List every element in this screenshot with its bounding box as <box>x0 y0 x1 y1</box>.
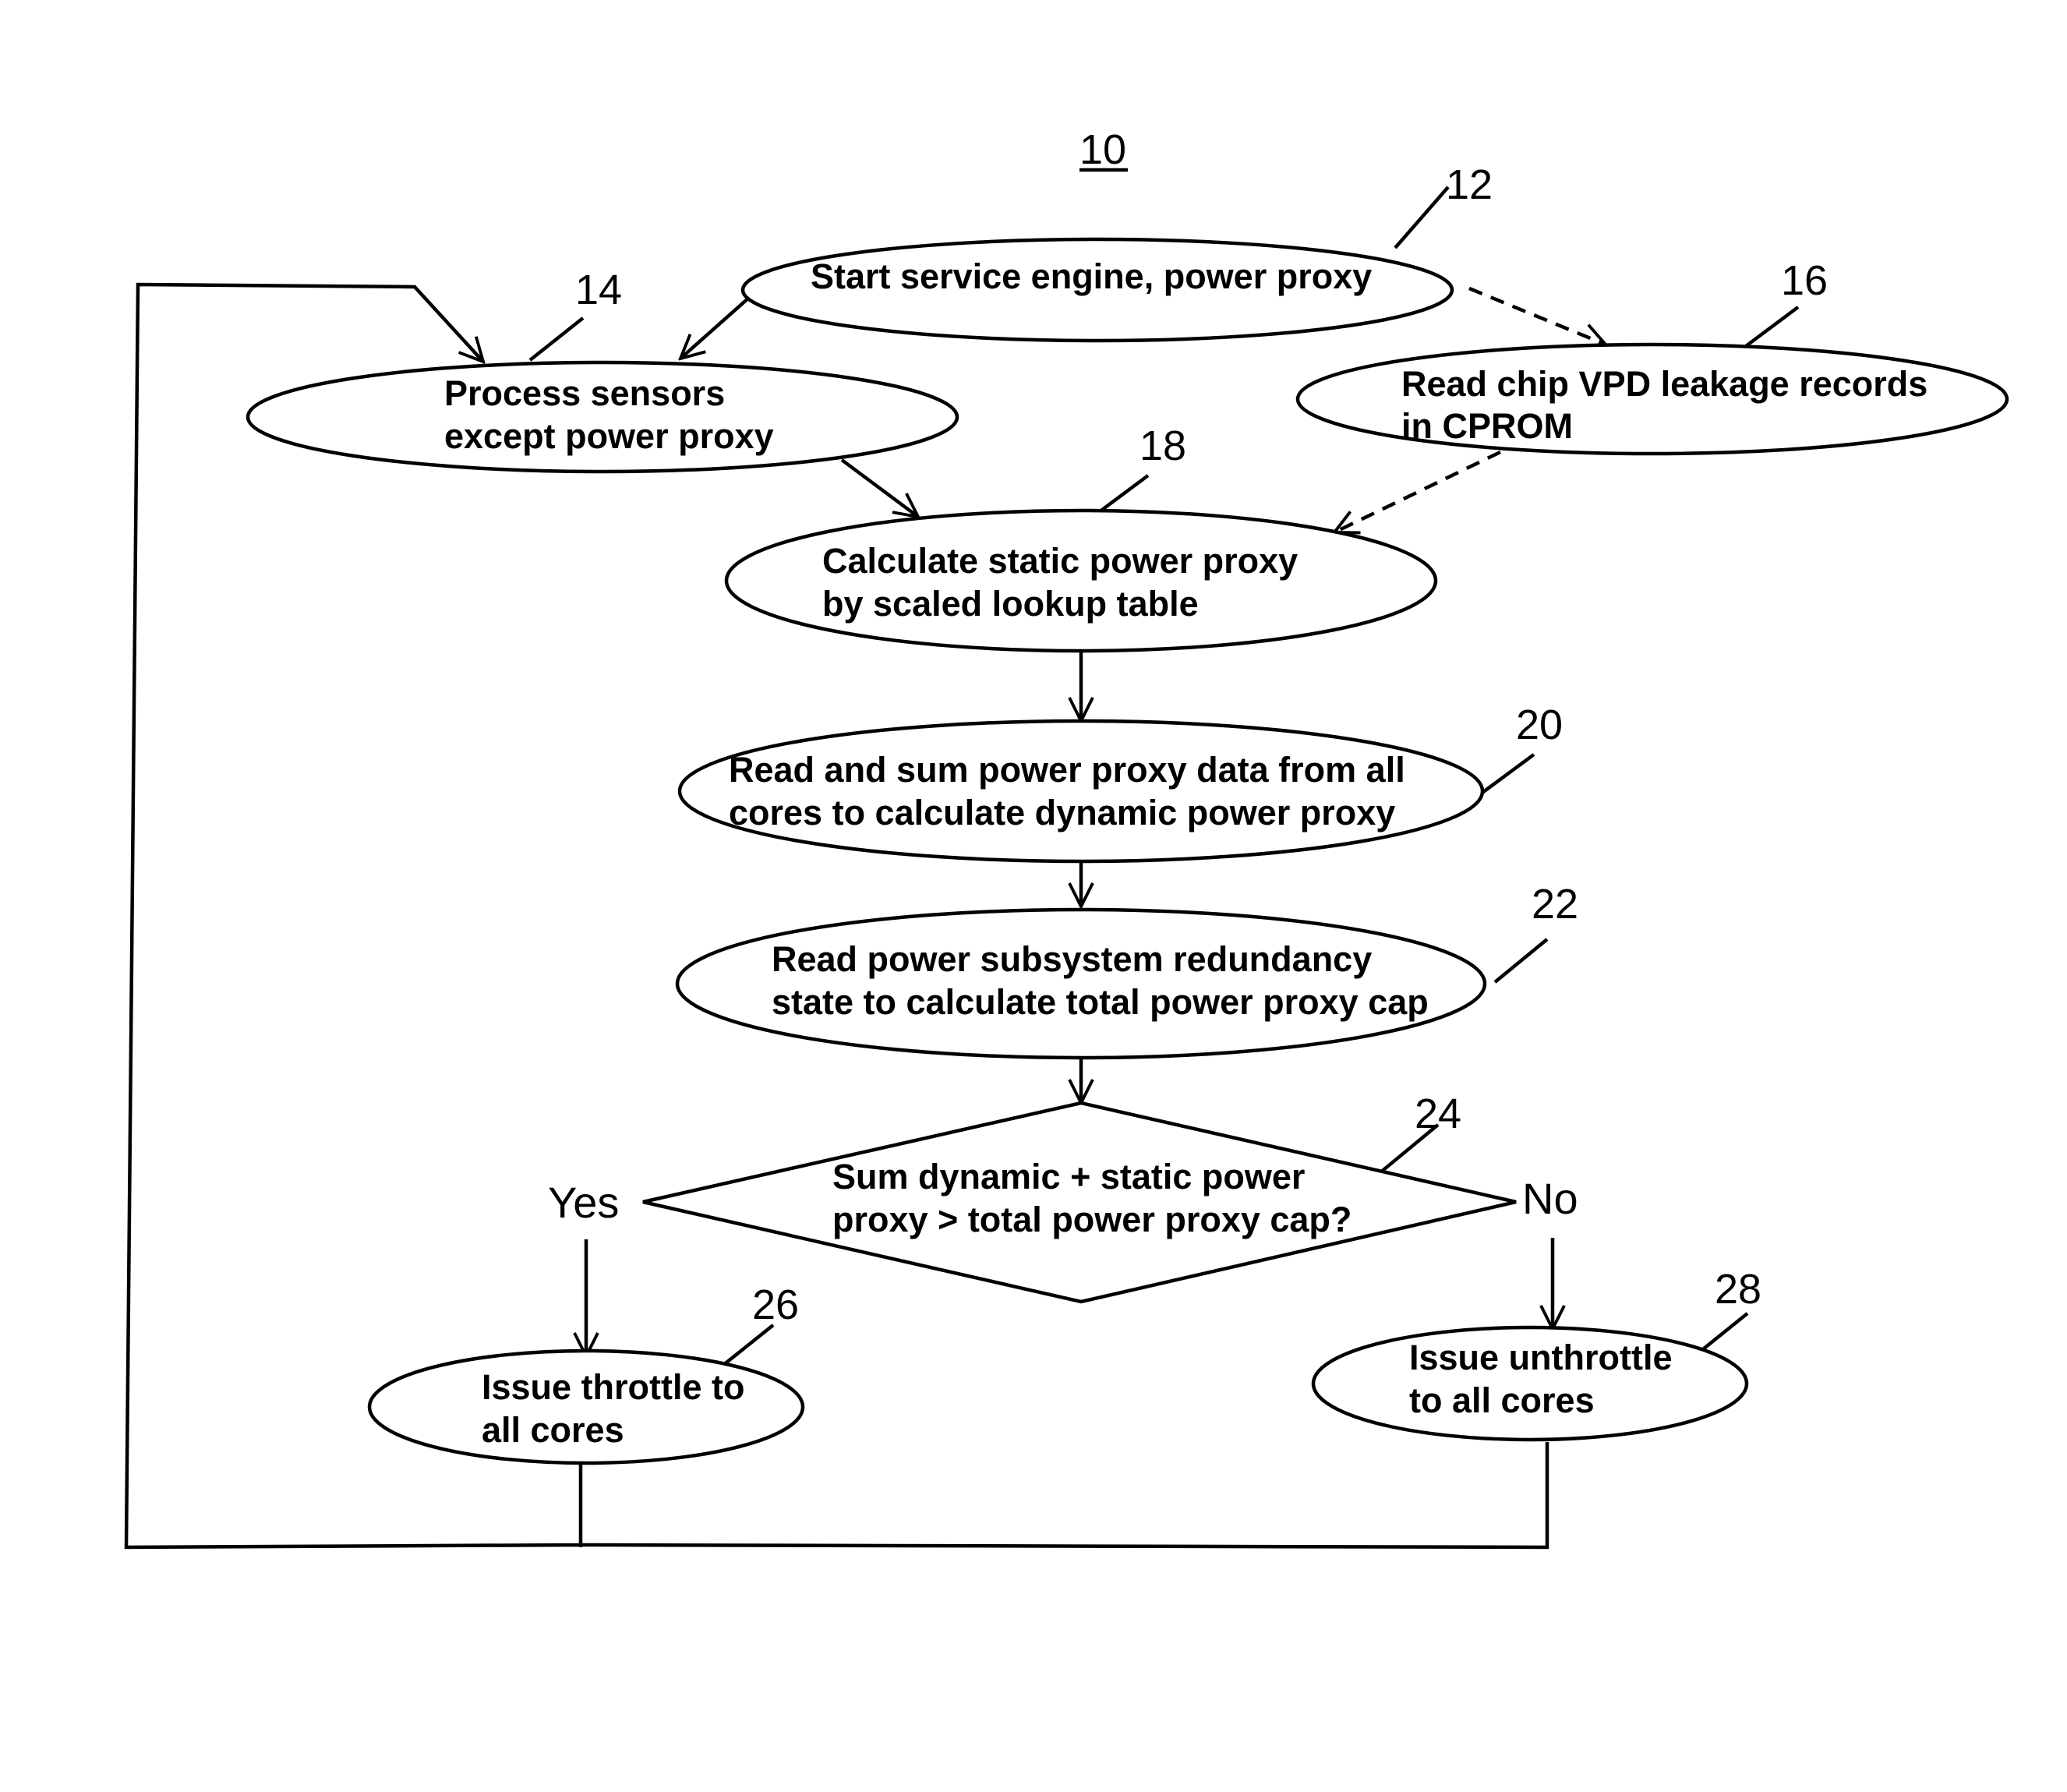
leader-12 <box>1395 187 1448 248</box>
node-24-text-line2: proxy > total power proxy cap? <box>832 1200 1352 1239</box>
ref-14: 14 <box>575 267 622 313</box>
node-14-text-line1: Process sensors <box>444 373 725 413</box>
ref-20: 20 <box>1516 702 1563 748</box>
ref-12: 12 <box>1446 161 1493 208</box>
branch-no-label: No <box>1522 1174 1578 1223</box>
figure-number: 10 <box>1079 126 1126 173</box>
node-14-text-line2: except power proxy <box>444 416 774 456</box>
ref-18: 18 <box>1140 422 1186 469</box>
leader-14 <box>530 318 583 360</box>
node-22-text-line1: Read power subsystem redundancy <box>772 939 1372 979</box>
node-20-text-line1: Read and sum power proxy data from all <box>729 750 1405 790</box>
leader-16 <box>1746 307 1798 346</box>
ref-24: 24 <box>1415 1090 1461 1137</box>
node-12-text: Start service engine, power proxy <box>811 256 1372 296</box>
node-calculate-static-proxy <box>726 511 1436 651</box>
arrow-12-to-16 <box>1469 288 1606 345</box>
arrow-14-to-18 <box>842 460 918 517</box>
node-22-text-line2: state to calculate total power proxy cap <box>772 982 1429 1022</box>
node-24-text-line1: Sum dynamic + static power <box>832 1157 1305 1196</box>
ref-16: 16 <box>1781 257 1828 304</box>
node-18-text-line2: by scaled lookup table <box>822 584 1199 624</box>
node-28-text-line1: Issue unthrottle <box>1409 1338 1673 1377</box>
node-dynamic-power-proxy <box>680 721 1482 861</box>
leader-22 <box>1495 939 1547 982</box>
node-26-text-line1: Issue throttle to <box>482 1367 745 1407</box>
leader-20 <box>1477 755 1534 797</box>
ref-22: 22 <box>1532 881 1578 928</box>
node-26-text-line2: all cores <box>482 1410 624 1450</box>
leader-26 <box>723 1325 773 1366</box>
ref-28: 28 <box>1715 1266 1761 1313</box>
node-18-text-line1: Calculate static power proxy <box>822 541 1298 581</box>
node-16-text-line2: in CPROM <box>1401 406 1573 446</box>
arrow-16-to-18 <box>1334 452 1500 532</box>
branch-yes-label: Yes <box>548 1178 619 1227</box>
node-16-text-line1: Read chip VPD leakage records <box>1401 364 1927 404</box>
ref-26: 26 <box>752 1281 799 1328</box>
node-20-text-line2: cores to calculate dynamic power proxy <box>729 793 1395 832</box>
leader-18 <box>1096 475 1148 514</box>
node-28-text-line2: to all cores <box>1409 1380 1595 1420</box>
